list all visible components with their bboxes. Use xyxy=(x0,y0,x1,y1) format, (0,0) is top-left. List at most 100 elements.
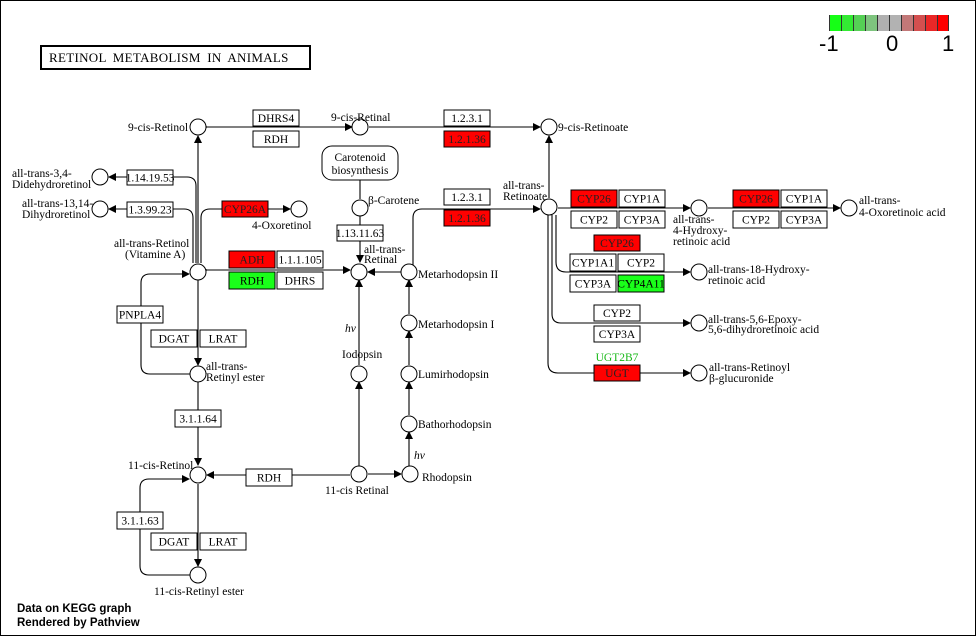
gene-cyp4a11[interactable]: CYP4A11 xyxy=(617,274,665,293)
gene-box[interactable] xyxy=(126,201,174,218)
gene-box[interactable] xyxy=(245,468,293,487)
gene-box[interactable] xyxy=(443,109,491,127)
gene-box[interactable] xyxy=(593,304,641,322)
gene-cyp26a[interactable]: CYP26A xyxy=(221,200,269,218)
gene-box[interactable] xyxy=(276,250,324,269)
gene-cyp26-2[interactable]: CYP26 xyxy=(732,189,780,208)
node-4-oxoretinol[interactable] xyxy=(290,200,308,218)
gene-dgat-2[interactable]: DGAT xyxy=(150,532,198,551)
gene-box[interactable] xyxy=(276,271,324,290)
gene-box[interactable] xyxy=(570,210,618,229)
gene-ugt[interactable]: UGT xyxy=(593,364,641,382)
gene-rdh-top[interactable]: RDH xyxy=(252,130,300,148)
gene-dgat-1[interactable]: DGAT xyxy=(150,329,198,348)
node-9cis-retinol[interactable] xyxy=(189,118,207,136)
map-box[interactable] xyxy=(321,145,399,181)
gene-cyp3a-1[interactable]: CYP3A xyxy=(618,210,666,229)
gene-cyp3a-3[interactable]: CYP3A xyxy=(569,274,617,293)
gene-dhrs4[interactable]: DHRS4 xyxy=(252,109,300,127)
node-iodopsin[interactable] xyxy=(350,365,368,383)
gene-lrat-2[interactable]: LRAT xyxy=(199,532,247,551)
gene-box[interactable] xyxy=(570,189,618,208)
gene-box[interactable] xyxy=(126,169,174,186)
node-11cis-retinol[interactable] xyxy=(189,466,207,484)
gene-ec1131163[interactable]: 1.13.11.63 xyxy=(336,224,385,242)
node-lumirhodopsin[interactable] xyxy=(400,365,418,383)
gene-box[interactable] xyxy=(174,409,222,428)
node-rhodopsin[interactable] xyxy=(401,465,419,483)
gene-box[interactable] xyxy=(593,234,641,252)
gene-adh[interactable]: ADH xyxy=(228,250,276,269)
gene-ec139923[interactable]: 1.3.99.23 xyxy=(126,201,174,218)
gene-box[interactable] xyxy=(732,189,780,208)
node-retinyl-ester[interactable] xyxy=(189,365,207,383)
gene-cyp26-3[interactable]: CYP26 xyxy=(593,234,641,252)
map-carotenoid-biosynthesis[interactable]: Carotenoid biosynthesis xyxy=(321,145,399,181)
gene-box[interactable] xyxy=(150,329,198,348)
gene-box[interactable] xyxy=(116,511,164,530)
gene-cyp2-3[interactable]: CYP2 xyxy=(617,253,665,272)
gene-box[interactable] xyxy=(617,274,665,293)
node-dihydroretinol[interactable] xyxy=(91,200,109,218)
gene-ec31163[interactable]: 3.1.1.63 xyxy=(116,511,164,530)
gene-cyp2-1[interactable]: CYP2 xyxy=(570,210,618,229)
node-retinoate[interactable] xyxy=(540,198,558,216)
gene-cyp1a1[interactable]: CYP1A1 xyxy=(569,253,617,272)
gene-box[interactable] xyxy=(199,329,247,348)
node-retinol[interactable] xyxy=(189,263,207,281)
node-didehydroretinol[interactable] xyxy=(91,168,109,186)
gene-ec1231-a[interactable]: 1.2.3.1 xyxy=(443,109,491,127)
gene-ec31164[interactable]: 3.1.1.64 xyxy=(174,409,222,428)
gene-box[interactable] xyxy=(221,200,269,218)
node-glucuronide[interactable] xyxy=(690,364,708,382)
gene-box[interactable] xyxy=(116,305,164,324)
gene-ec12136-b[interactable]: 1.2.1.36 xyxy=(443,209,491,227)
node-epoxy[interactable] xyxy=(690,314,708,332)
gene-box[interactable] xyxy=(228,271,276,290)
node-11cis-retinal[interactable] xyxy=(350,465,368,483)
gene-box[interactable] xyxy=(150,532,198,551)
gene-box[interactable] xyxy=(336,224,384,242)
gene-cyp1a-1[interactable]: CYP1A xyxy=(618,189,666,208)
gene-box[interactable] xyxy=(780,189,828,208)
gene-ec1231-b[interactable]: 1.2.3.1 xyxy=(443,188,491,206)
gene-box[interactable] xyxy=(569,253,617,272)
node-retinal[interactable] xyxy=(350,263,368,281)
gene-box[interactable] xyxy=(593,364,641,382)
gene-box[interactable] xyxy=(252,130,300,148)
node-11cis-retinyl-ester[interactable] xyxy=(189,566,207,584)
gene-cyp3a-4[interactable]: CYP3A xyxy=(593,325,641,343)
gene-box[interactable] xyxy=(618,210,666,229)
node-9cis-retinal[interactable] xyxy=(351,118,369,136)
gene-cyp3a-2[interactable]: CYP3A xyxy=(780,210,828,229)
gene-pnpla4[interactable]: PNPLA4 xyxy=(116,305,164,324)
gene-box[interactable] xyxy=(443,209,491,227)
gene-cyp2-4[interactable]: CYP2 xyxy=(593,304,641,322)
node-hydroxy18[interactable] xyxy=(690,263,708,281)
gene-box[interactable] xyxy=(618,189,666,208)
gene-box[interactable] xyxy=(252,109,300,127)
gene-box[interactable] xyxy=(199,532,247,551)
gene-box[interactable] xyxy=(780,210,828,229)
gene-box[interactable] xyxy=(443,130,491,148)
gene-box[interactable] xyxy=(732,210,780,229)
node-metarhodopsin1[interactable] xyxy=(400,314,418,332)
node-oxoretinoic[interactable] xyxy=(840,199,858,217)
node-beta-carotene[interactable] xyxy=(351,199,369,217)
gene-ec1141953[interactable]: 1.14.19.53 xyxy=(126,169,175,186)
node-bathorhodopsin[interactable] xyxy=(400,415,418,433)
gene-lrat-1[interactable]: LRAT xyxy=(199,329,247,348)
gene-rdh-mid[interactable]: RDH xyxy=(228,271,276,290)
node-9cis-retinoate[interactable] xyxy=(540,118,558,136)
gene-ec111105[interactable]: 1.1.1.105 xyxy=(276,250,324,269)
node-metarhodopsin2[interactable] xyxy=(400,263,418,281)
gene-cyp26-1[interactable]: CYP26 xyxy=(570,189,618,208)
gene-ugt2b7-label[interactable]: UGT2B7 xyxy=(596,352,639,364)
gene-box[interactable] xyxy=(569,274,617,293)
gene-box[interactable] xyxy=(617,253,665,272)
gene-box[interactable] xyxy=(593,325,641,343)
gene-box[interactable] xyxy=(228,250,276,269)
gene-cyp1a-2[interactable]: CYP1A xyxy=(780,189,828,208)
node-hydroxy4[interactable] xyxy=(690,199,708,217)
gene-ec12136-a[interactable]: 1.2.1.36 xyxy=(443,130,491,148)
